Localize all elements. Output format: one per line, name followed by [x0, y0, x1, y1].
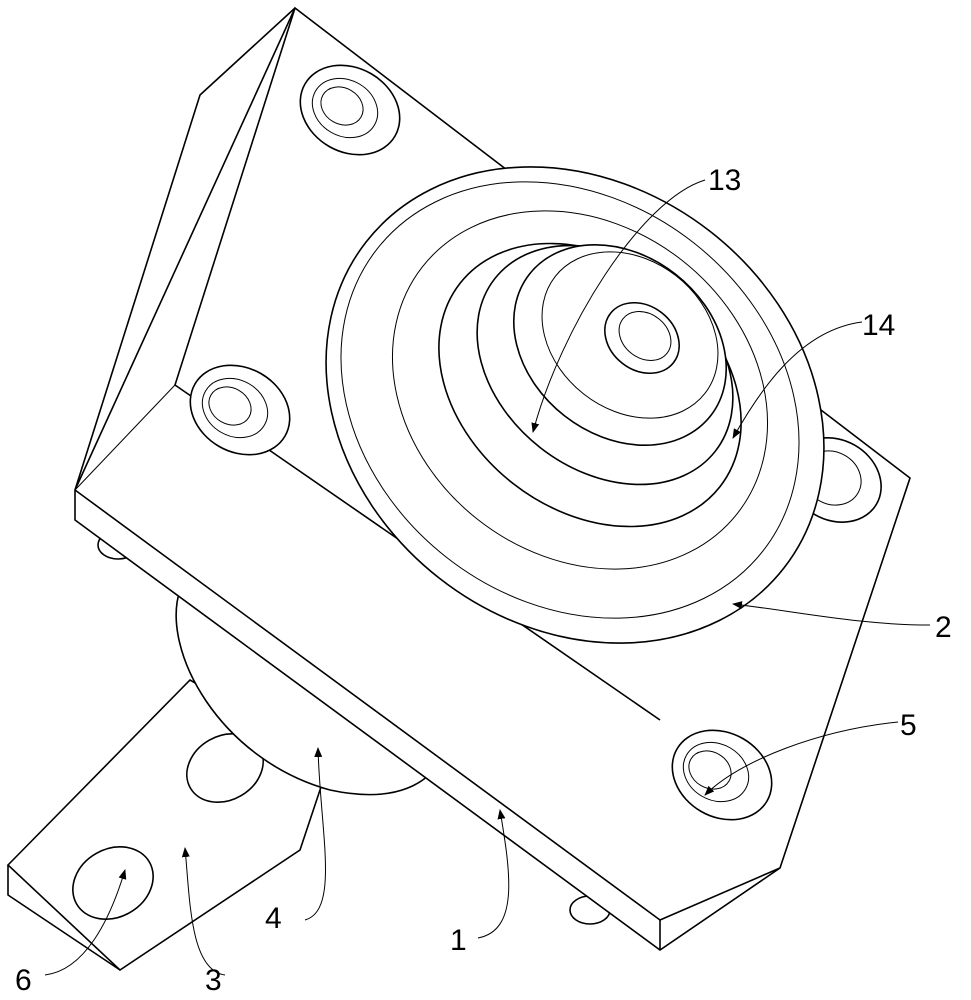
label-1: 1: [450, 924, 467, 957]
label-5: 5: [900, 709, 917, 742]
label-3: 3: [205, 964, 222, 997]
label-13: 13: [708, 164, 741, 197]
label-2: 2: [935, 611, 952, 644]
label-4: 4: [265, 902, 282, 935]
label-14: 14: [862, 309, 895, 342]
label-6: 6: [15, 964, 32, 997]
